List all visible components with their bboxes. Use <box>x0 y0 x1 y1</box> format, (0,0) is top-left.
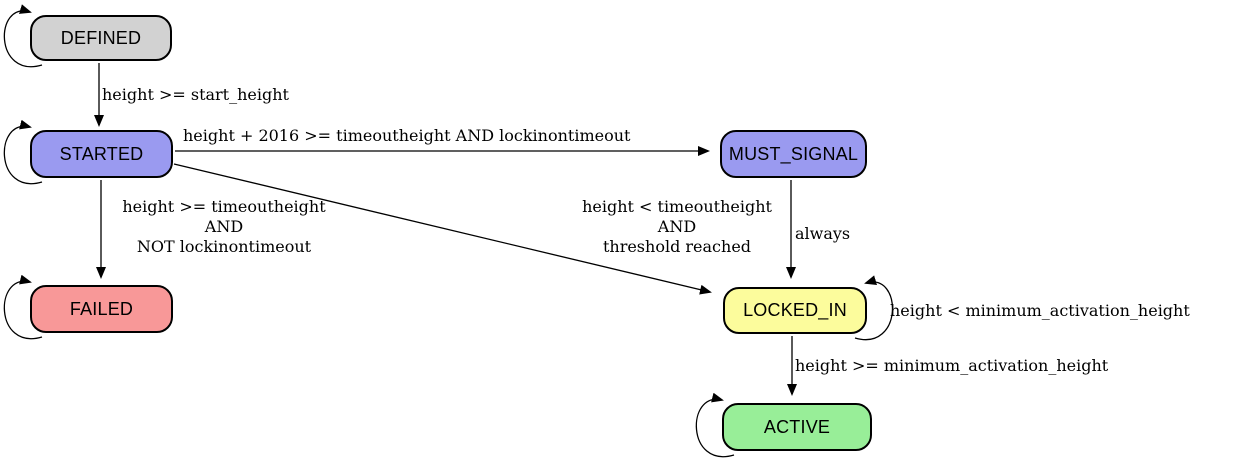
state-locked-in-label: LOCKED_IN <box>743 300 847 320</box>
state-started-label: STARTED <box>59 143 144 164</box>
edge-label-started-to-failed: height >= timeoutheight AND NOT lockinon… <box>104 197 344 257</box>
edge-label-started-to-locked-in: height < timeoutheight AND threshold rea… <box>557 197 797 257</box>
state-started: STARTED <box>30 130 173 178</box>
edge-label-line: AND <box>204 217 244 236</box>
edge-label-line: height >= timeoutheight <box>122 197 326 216</box>
state-defined: DEFINED <box>30 15 172 61</box>
state-locked-in: LOCKED_IN <box>723 287 867 334</box>
state-failed-label: FAILED <box>69 298 134 319</box>
edge-started-to-locked-in-arrow <box>173 163 712 295</box>
edge-label-line: AND <box>657 217 697 236</box>
edge-label-started-to-must-signal: height + 2016 >= timeoutheight AND locki… <box>183 126 631 145</box>
state-must-signal-label: MUST_SIGNAL <box>728 143 859 164</box>
edge-label-line: NOT lockinontimeout <box>136 237 312 256</box>
state-failed: FAILED <box>30 285 173 333</box>
state-defined-label: DEFINED <box>60 27 142 48</box>
edge-defined-self-loop-arrow <box>3 4 43 68</box>
edge-label-must-signal-to-locked-in: always <box>795 224 851 243</box>
state-active: ACTIVE <box>722 403 872 451</box>
edge-label-line: height < timeoutheight <box>582 197 772 216</box>
edge-started-self-loop-arrow <box>3 119 43 185</box>
edge-locked-in-self-loop-arrow <box>854 275 894 341</box>
edge-label-locked-in-to-active: height >= minimum_activation_height <box>795 356 1109 375</box>
edge-label-line: threshold reached <box>602 237 752 256</box>
state-must-signal: MUST_SIGNAL <box>720 130 867 178</box>
edge-active-self-loop-arrow <box>695 392 735 458</box>
state-active-label: ACTIVE <box>763 416 831 437</box>
edge-label-defined-to-started: height >= start_height <box>102 85 289 104</box>
edge-label-locked-in-self-loop: height < minimum_activation_height <box>890 301 1190 320</box>
edge-failed-self-loop-arrow <box>3 274 43 340</box>
